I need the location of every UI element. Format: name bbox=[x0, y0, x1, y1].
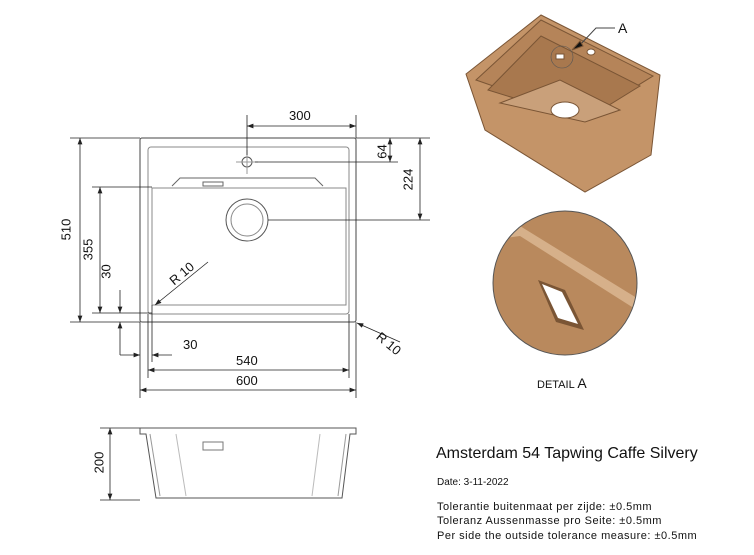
dim-rim-bottom: 30 bbox=[98, 264, 114, 279]
tolerance-en: Per side the outside tolerance measure: … bbox=[437, 530, 698, 542]
dim-drain-from-top: 224 bbox=[400, 168, 416, 191]
top-view bbox=[139, 137, 357, 323]
detail-marker-label: A bbox=[618, 20, 628, 36]
dim-overall-depth: 510 bbox=[58, 218, 74, 241]
dimension-lines bbox=[70, 115, 430, 501]
tolerance-nl: Tolerantie buitenmaat per zijde: ±0.5mm bbox=[437, 501, 653, 513]
detail-a-view bbox=[492, 210, 638, 356]
dim-bowl-depth: 355 bbox=[80, 238, 96, 261]
detail-caption: DETAIL A bbox=[537, 375, 587, 391]
dim-height: 200 bbox=[91, 451, 107, 474]
tolerance-de: Toleranz Aussenmasse pro Seite: ±0.5mm bbox=[437, 515, 662, 527]
dim-bowl-width: 540 bbox=[236, 353, 258, 368]
dim-tap-from-top: 64 bbox=[374, 144, 390, 159]
drawing-date: Date: 3-11-2022 bbox=[437, 477, 509, 488]
dim-rim-side: 30 bbox=[183, 337, 198, 352]
side-view bbox=[139, 427, 357, 499]
dim-overall-width: 600 bbox=[236, 373, 258, 388]
product-title: Amsterdam 54 Tapwing Caffe Silvery bbox=[436, 445, 698, 462]
isometric-view bbox=[465, 14, 661, 193]
dim-tap-offset: 300 bbox=[289, 108, 311, 123]
